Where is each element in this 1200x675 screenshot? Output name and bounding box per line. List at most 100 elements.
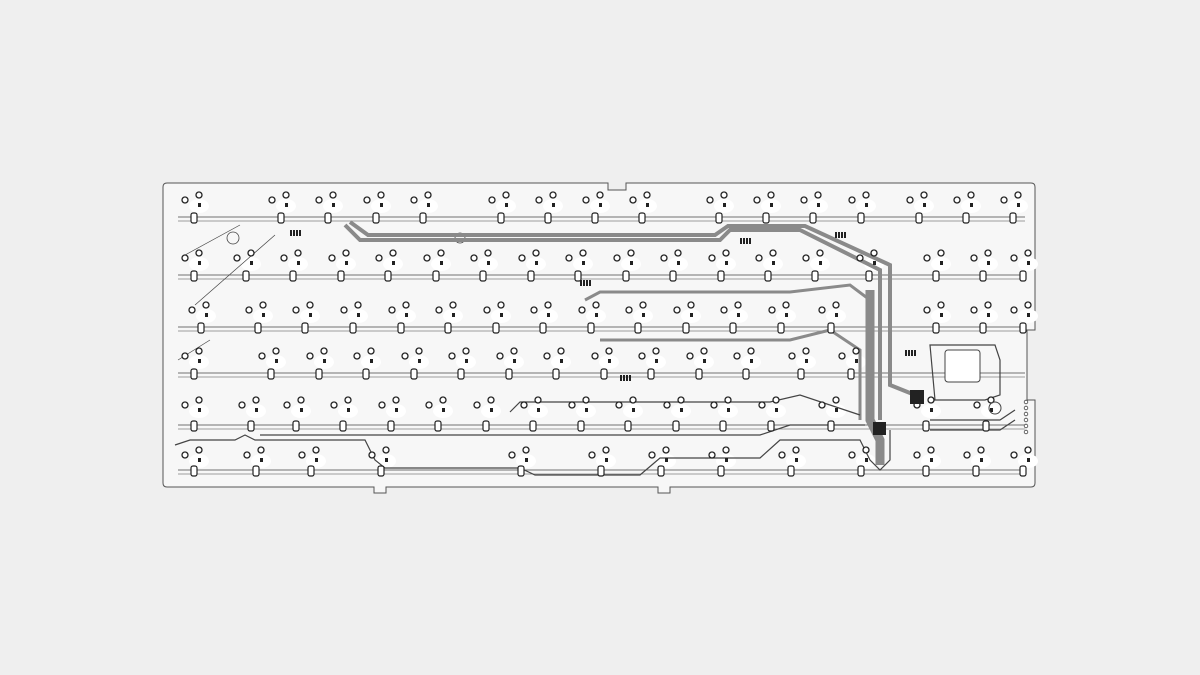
switch-pin	[272, 347, 280, 355]
diode-pad	[987, 261, 990, 265]
microcontroller-chip	[910, 390, 924, 404]
diode-pad	[599, 203, 602, 207]
diode-footprint	[324, 212, 332, 224]
header-pin	[1023, 423, 1029, 429]
smd-pad	[911, 350, 913, 356]
diode-pad	[608, 359, 611, 363]
switch-pin	[484, 249, 492, 257]
diode-pad	[547, 313, 550, 317]
switch-pin	[733, 352, 741, 360]
switch-pin	[767, 191, 775, 199]
diode-footprint	[715, 212, 723, 224]
switch-pin	[596, 191, 604, 199]
switch-pin	[720, 306, 728, 314]
bus-trace	[348, 220, 916, 397]
switch-pin	[510, 347, 518, 355]
switch-pin	[613, 254, 621, 262]
diode-pad	[750, 359, 753, 363]
diode-footprint	[932, 270, 940, 282]
diode-pad	[987, 313, 990, 317]
bus-trace	[929, 344, 1001, 401]
switch-pin	[195, 191, 203, 199]
diode-pad	[198, 203, 201, 207]
smd-pad	[583, 280, 585, 286]
smd-pad	[626, 375, 628, 381]
switch-pin	[565, 254, 573, 262]
diode-footprint	[444, 322, 452, 334]
switch-pin	[923, 306, 931, 314]
diode-footprint	[787, 465, 795, 477]
diode-pad	[737, 313, 740, 317]
switch-pin	[758, 401, 766, 409]
switch-pin	[247, 249, 255, 257]
switch-pin	[282, 191, 290, 199]
diode-pad	[817, 203, 820, 207]
switch-pin	[792, 446, 800, 454]
switch-footprints	[181, 191, 1032, 477]
diode-pad	[552, 203, 555, 207]
diode-pad	[835, 408, 838, 412]
diode-pad	[723, 203, 726, 207]
switch-pin	[615, 401, 623, 409]
switch-pin	[415, 347, 423, 355]
switch-pin	[1010, 451, 1018, 459]
diode-pad	[940, 261, 943, 265]
switch-pin	[522, 446, 530, 454]
switch-pin	[243, 451, 251, 459]
diode-footprint	[552, 368, 560, 380]
switch-pin	[1014, 191, 1022, 199]
switch-pin	[852, 347, 860, 355]
switch-pin	[963, 451, 971, 459]
diode-pad	[535, 261, 538, 265]
diode-pad	[260, 458, 263, 462]
switch-pin	[306, 352, 314, 360]
switch-pin	[677, 396, 685, 404]
switch-pin	[984, 301, 992, 309]
diode-pad	[315, 458, 318, 462]
switch-pin	[439, 396, 447, 404]
usb-connector	[944, 349, 981, 383]
switch-pin	[195, 396, 203, 404]
diode-footprint	[190, 212, 198, 224]
switch-pin	[568, 401, 576, 409]
diode-pad	[297, 261, 300, 265]
diode-pad	[770, 203, 773, 207]
switch-pin	[913, 451, 921, 459]
switch-pin	[508, 451, 516, 459]
diode-pad	[525, 458, 528, 462]
diode-footprint	[1019, 322, 1027, 334]
bus-trace	[930, 409, 1016, 431]
logo-icon	[988, 401, 1002, 415]
diode-pad	[405, 313, 408, 317]
switch-pin	[686, 352, 694, 360]
diode-footprint	[857, 465, 865, 477]
smd-pad	[623, 375, 625, 381]
bus-trace	[509, 394, 861, 416]
switch-pin	[832, 396, 840, 404]
diode-pad	[795, 458, 798, 462]
switch-pin	[953, 196, 961, 204]
switch-pin	[181, 254, 189, 262]
switch-pin	[708, 451, 716, 459]
mounting-hole	[226, 231, 240, 245]
switch-pin	[848, 451, 856, 459]
switch-pin	[862, 446, 870, 454]
microcontroller-chip	[873, 422, 886, 435]
diode-pad	[855, 359, 858, 363]
header-pin	[1023, 417, 1029, 423]
switch-pin	[549, 191, 557, 199]
diode-footprint	[672, 420, 680, 432]
smd-pad	[580, 280, 582, 286]
switch-pin	[578, 306, 586, 314]
diode-footprint	[972, 465, 980, 477]
diode-pad	[819, 261, 822, 265]
switch-pin	[662, 446, 670, 454]
diode-footprint	[682, 322, 690, 334]
switch-pin	[627, 249, 635, 257]
diode-footprint	[591, 212, 599, 224]
diode-footprint	[742, 368, 750, 380]
diode-pad	[725, 458, 728, 462]
switch-pin	[388, 306, 396, 314]
diode-footprint	[1009, 212, 1017, 224]
switch-pin	[344, 396, 352, 404]
